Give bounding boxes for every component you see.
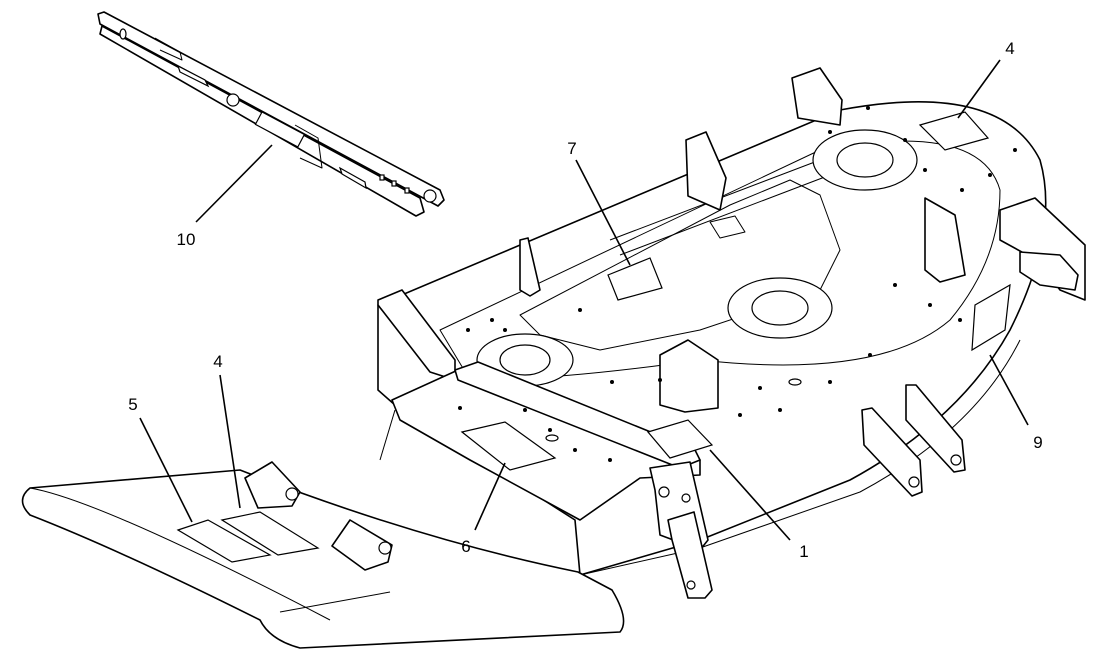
callout-1: 1	[799, 542, 808, 561]
leader-lines	[139, 59, 1029, 541]
decal-deck-top-right	[918, 111, 990, 151]
callout-6: 6	[461, 537, 470, 556]
decal-front-bracket	[646, 419, 714, 459]
decal-deck-side	[971, 283, 1011, 352]
discharge-shield-part	[21, 461, 625, 649]
mower-deck-part	[377, 67, 1086, 599]
decal-shield-left	[176, 519, 272, 563]
callout-4-deck: 4	[1005, 39, 1014, 58]
decal-on-rail	[254, 111, 306, 148]
callout-4-shield: 4	[213, 352, 222, 371]
decal-baffle	[460, 421, 557, 471]
callout-10: 10	[177, 230, 196, 249]
callout-5: 5	[128, 395, 137, 414]
callout-7: 7	[567, 139, 576, 158]
callout-9: 9	[1033, 433, 1042, 452]
decal-shield-right	[220, 511, 320, 556]
rail-bracket-part	[97, 11, 445, 217]
decal-deck-center	[607, 257, 663, 301]
